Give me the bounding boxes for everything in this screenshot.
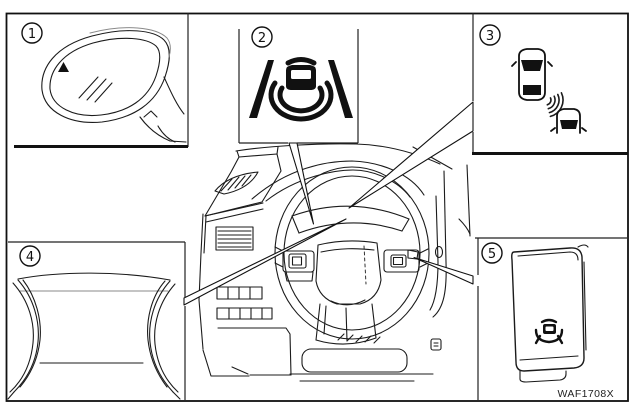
windshield-illustration — [7, 272, 181, 400]
pointer-callout5-to-switch — [413, 256, 474, 285]
steering-wheel-rim — [274, 166, 430, 340]
side-air-vent — [215, 226, 254, 251]
switch-sonar-icon — [534, 318, 564, 345]
callout-box-3-radar: 3 — [472, 13, 628, 155]
callout-box-2-display: 2 — [238, 26, 359, 144]
mirror-warning-indicator — [58, 62, 69, 72]
callout-box-5-switch: 5 WAF1708X — [475, 237, 627, 400]
callout-2-circle — [251, 26, 273, 48]
start-button-detail — [430, 338, 442, 351]
left-dash-vent — [214, 171, 259, 195]
bsw-system-switch-illustration — [511, 244, 589, 383]
door-mirror-indicator-illustration — [41, 27, 187, 143]
figure-code-label: WAF1708X — [558, 388, 615, 400]
callout-box-1-mirror: 1 — [14, 13, 189, 148]
callout-3-circle — [479, 24, 501, 46]
callout-1-circle — [21, 22, 43, 44]
side-radar-detection-icon — [511, 48, 587, 134]
pointer-callout3-to-display — [348, 101, 474, 209]
dash-switch-row — [216, 307, 273, 320]
callout-5-number: 5 — [488, 247, 496, 262]
pointer-callout2-to-display — [288, 142, 315, 225]
bsw-warning-display-icon — [249, 57, 353, 122]
radar-waves — [546, 92, 564, 118]
pointer-callout4-to-windshield — [183, 218, 347, 306]
callout-5-circle — [481, 242, 503, 264]
callout-4-number: 4 — [26, 250, 34, 265]
figure-border — [5, 12, 629, 402]
leader-pointers — [183, 101, 474, 306]
callout-box-4-windshield: 4 — [7, 241, 186, 400]
callout-1-number: 1 — [28, 27, 36, 42]
callout-3-number: 3 — [486, 29, 494, 44]
right-spoke-switches — [383, 249, 420, 273]
callout-2-number: 2 — [258, 31, 266, 46]
callout-4-circle — [19, 245, 41, 267]
console-slot — [301, 348, 408, 373]
steering-wheel-pad — [315, 240, 382, 305]
